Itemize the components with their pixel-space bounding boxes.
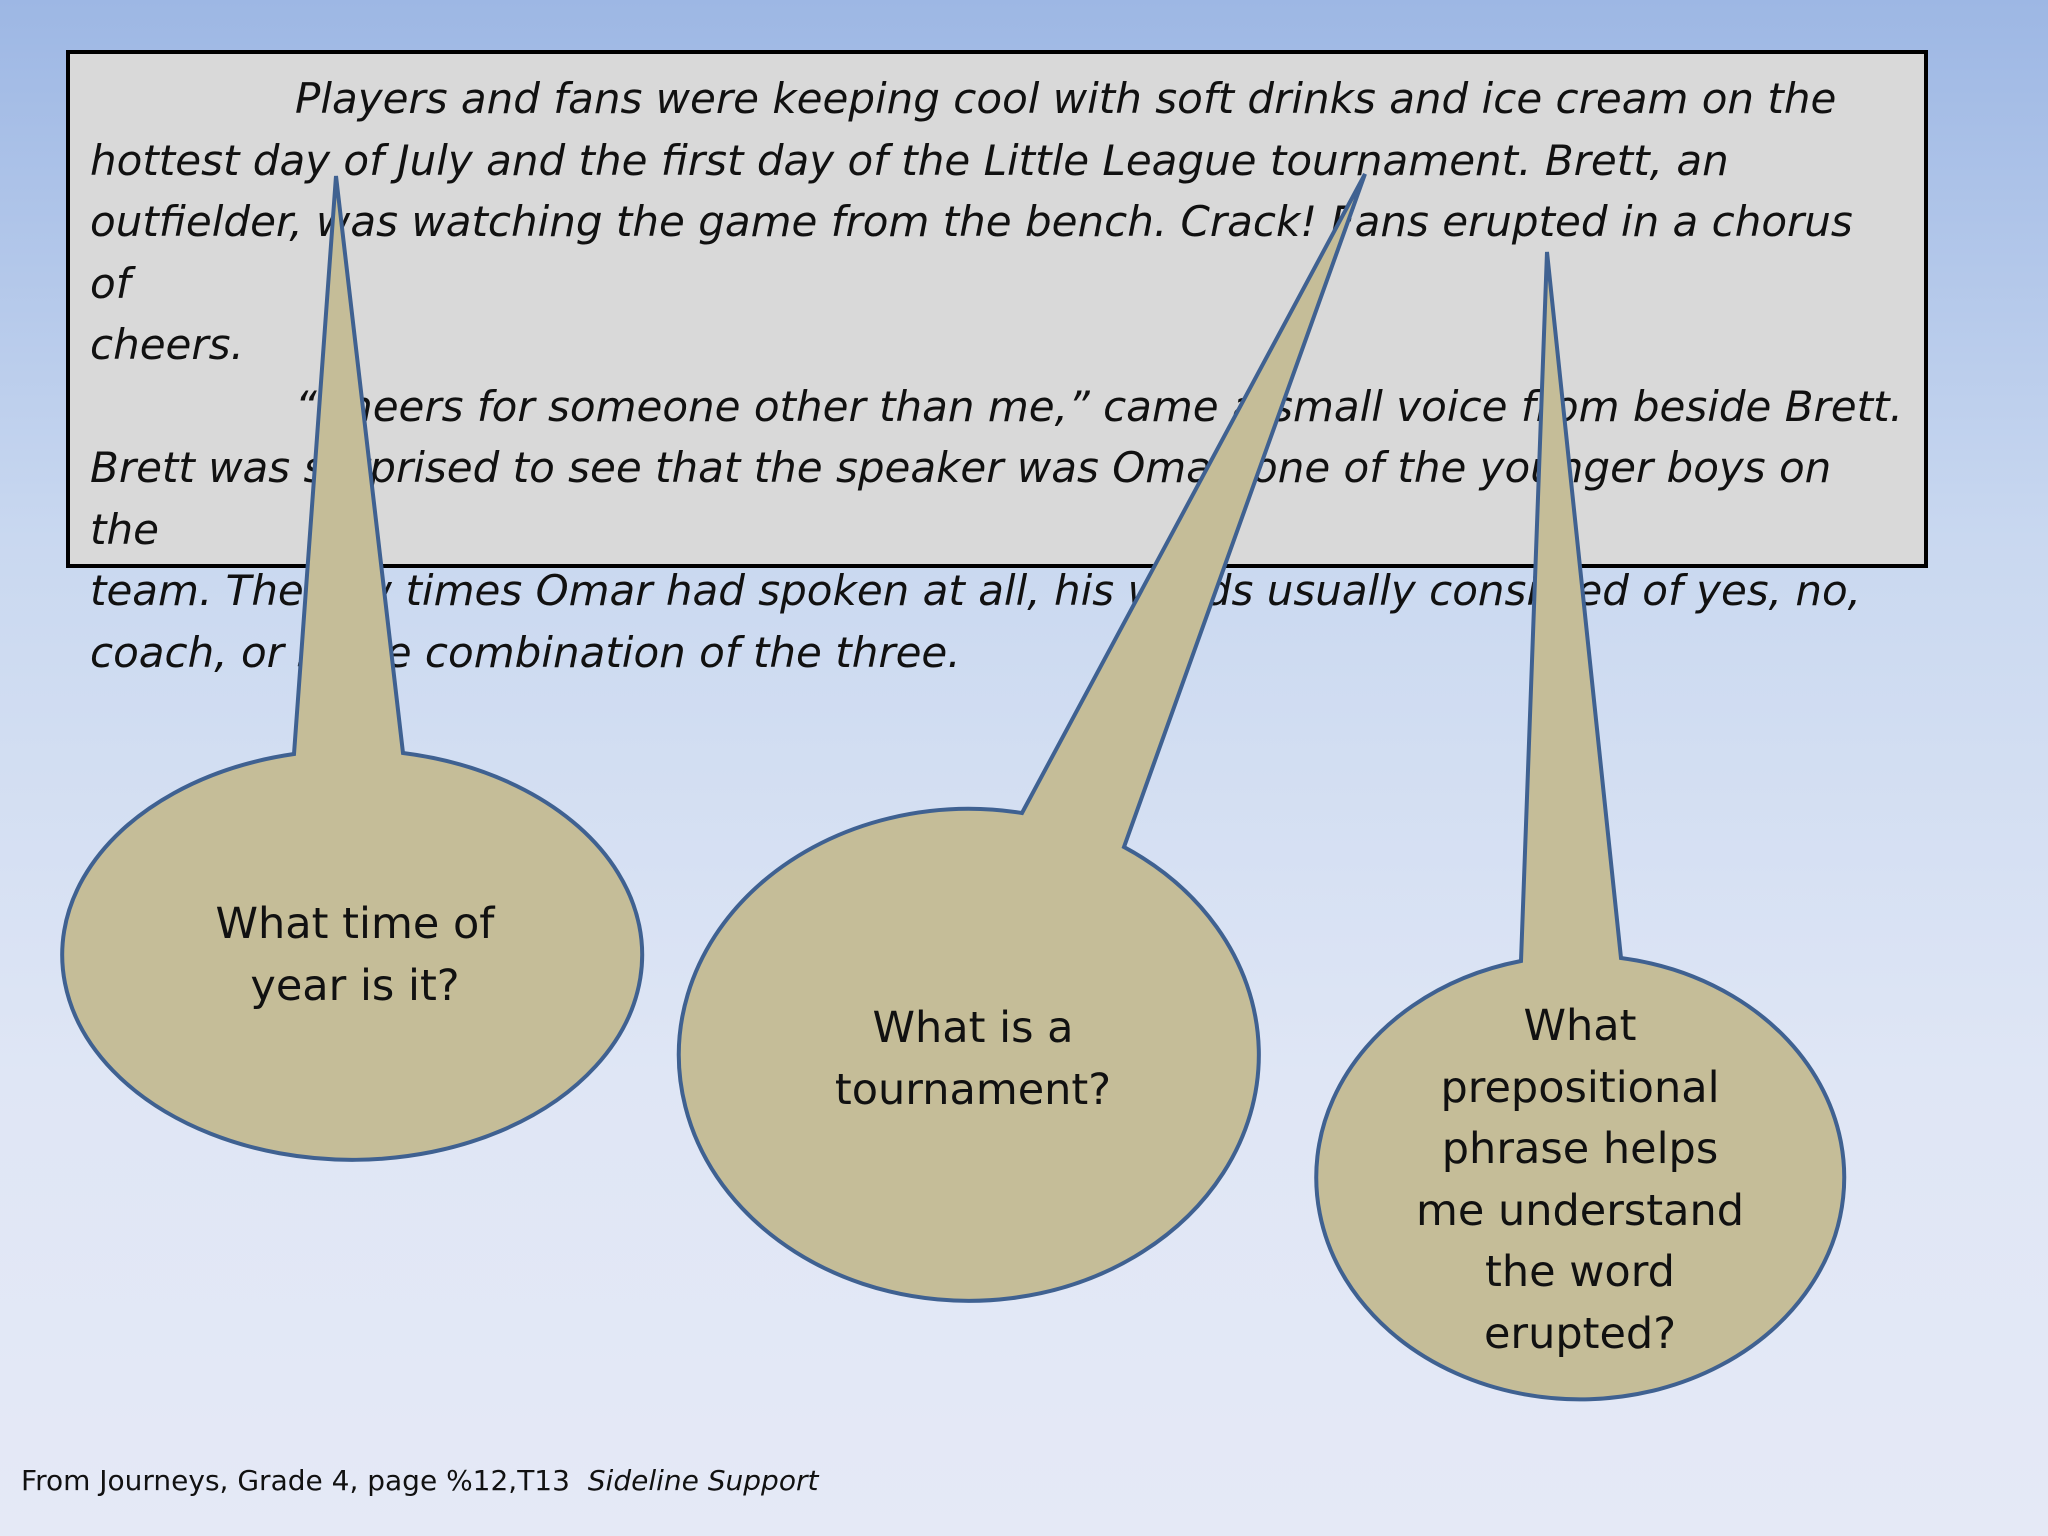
passage-line: Players and fans were keeping cool with … xyxy=(295,74,1837,123)
source-text: From Journeys, Grade 4, page %12,T13 xyxy=(21,1464,570,1497)
passage-line: coach, or some combination of the three. xyxy=(90,627,961,677)
callout-line: the word xyxy=(1485,1247,1675,1297)
callout-line: year is it? xyxy=(250,960,460,1011)
source-title: Sideline Support xyxy=(587,1464,819,1497)
callout-line: me understand xyxy=(1415,1185,1745,1236)
callout-line: phrase helps xyxy=(1441,1124,1719,1174)
callout-line: prepositional xyxy=(1440,1062,1720,1113)
callout-question-3: What prepositional phrase helps me under… xyxy=(1390,996,1770,1365)
passage-line: hottest day of July and the first day of… xyxy=(90,135,1729,185)
source-citation: From Journeys, Grade 4, page %12,T13 Sid… xyxy=(21,1464,818,1497)
callout-line: What is a xyxy=(872,1003,1074,1053)
callout-line: What xyxy=(1523,1001,1637,1051)
callout-line: erupted? xyxy=(1483,1308,1677,1359)
passage-box: Players and fans were keeping cool with … xyxy=(66,50,1928,677)
passage-paragraph-1: Players and fans were keeping cool with … xyxy=(90,68,1904,376)
passage-line: Brett was surprised to see that the spea… xyxy=(90,443,1832,554)
passage-line: team. The few times Omar had spoken at a… xyxy=(90,566,1862,615)
passage-paragraph-2: “Cheers for someone other than me,” came… xyxy=(90,376,1904,684)
passage-line: “Cheers for someone other than me,” came… xyxy=(295,381,1903,431)
callout-line: tournament? xyxy=(834,1064,1112,1115)
passage-line: cheers. xyxy=(90,320,244,369)
callout-question-2: What is a tournament? xyxy=(798,998,1148,1121)
passage-line: outfielder, was watching the game from t… xyxy=(90,197,1853,308)
callout-question-1: What time of year is it? xyxy=(170,894,540,1017)
callout-line: What time of xyxy=(215,899,495,949)
